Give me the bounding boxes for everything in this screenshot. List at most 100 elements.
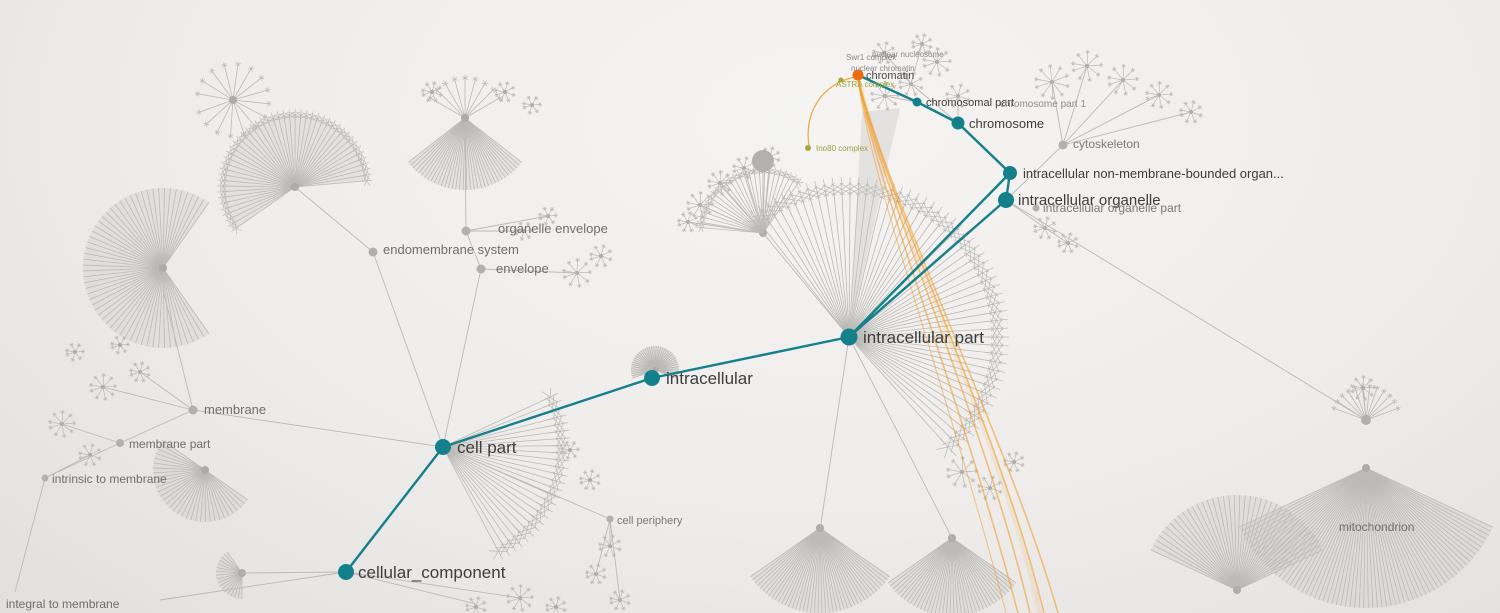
gray-edge	[1044, 227, 1069, 244]
label-envelope[interactable]: envelope	[496, 261, 549, 276]
gray-edge	[595, 518, 611, 575]
star-burst	[559, 440, 581, 460]
gray-edge	[1062, 79, 1124, 146]
fan-bottom-center-1	[750, 524, 890, 613]
orange-bundle	[807, 76, 1059, 613]
fan-upperleft-large	[217, 109, 373, 235]
star-burst	[1070, 49, 1104, 82]
label-astra-complex[interactable]: ASTRA complex	[836, 80, 894, 89]
label-organelle-envelope[interactable]: organelle envelope	[498, 221, 608, 236]
star-burst	[47, 409, 77, 439]
gray-edge	[687, 221, 764, 234]
gray-edge	[345, 571, 477, 605]
label-chromatin[interactable]: chromatin	[866, 70, 914, 82]
node-chromatin[interactable]	[852, 69, 864, 81]
gray-edge	[743, 167, 764, 234]
gray-edge	[1005, 199, 1367, 421]
node-membrane[interactable]	[188, 405, 198, 415]
node-intracellular-organelle-part[interactable]	[1032, 204, 1040, 212]
node-astra-complex[interactable]	[838, 77, 844, 83]
node-cellular-component[interactable]	[338, 564, 354, 580]
gray-edge	[44, 454, 91, 479]
star-burst	[521, 95, 543, 115]
node-chromosomal-part[interactable]	[912, 97, 922, 107]
gray-edge	[819, 336, 850, 531]
gray-edge	[1062, 94, 1160, 146]
orange-edge	[807, 76, 856, 147]
gray-edge	[762, 232, 850, 338]
label-cell-periphery[interactable]: cell periphery	[617, 515, 683, 527]
fan-bottom-right	[1150, 494, 1324, 594]
label-intracellular-part[interactable]: intracellular part	[863, 328, 984, 347]
node-chromosome[interactable]	[951, 116, 965, 130]
node-membrane-part[interactable]	[116, 439, 124, 447]
node-intracellular-part[interactable]	[840, 328, 858, 346]
label-intrinsic-to-membrane[interactable]: intrinsic to membrane	[52, 472, 167, 486]
label-membrane-part[interactable]: membrane part	[129, 437, 211, 451]
label-ino80-complex[interactable]: Ino80 complex	[816, 144, 868, 153]
highlight-path-edge	[957, 122, 1011, 174]
node-intrinsic-to-membrane[interactable]	[41, 474, 49, 482]
node-cluster-disc[interactable]	[752, 150, 774, 172]
fan-left-large	[83, 188, 210, 349]
label-swr1-complex[interactable]: Swr1 complex	[846, 53, 896, 62]
node-cell-part[interactable]	[435, 439, 451, 455]
label-nuclear-chromatin[interactable]: nuclear chromatin	[851, 64, 915, 73]
label-intracellular-organelle-part[interactable]: intracellular organelle part	[1043, 201, 1182, 215]
gray-edge	[44, 442, 121, 479]
label-intracellular-organelle[interactable]: intracellular organelle	[1018, 192, 1161, 209]
gray-edge	[884, 95, 918, 103]
highlight-path-edge	[651, 335, 850, 380]
gray-edges	[14, 43, 1367, 605]
node-mitochondrion-hub[interactable]	[1361, 415, 1371, 425]
star-burst	[976, 475, 1003, 501]
star-burst	[561, 257, 593, 288]
label-chromosome[interactable]: chromosome	[969, 116, 1044, 131]
gray-edge	[465, 230, 482, 270]
label-intracellular[interactable]: intracellular	[666, 369, 753, 388]
star-burst	[537, 206, 559, 226]
node-envelope[interactable]	[476, 264, 486, 274]
gray-edge	[465, 215, 549, 232]
label-intracellular-non-membrane-bounded-organelle[interactable]: intracellular non-membrane-bounded organ…	[1023, 166, 1284, 181]
gray-edge	[883, 52, 912, 85]
gray-edge	[1051, 81, 1064, 146]
gray-edge	[119, 409, 194, 444]
gray-edge	[159, 571, 347, 601]
star-burst	[1056, 232, 1079, 254]
orange-edge	[857, 77, 1031, 613]
label-cellular-component[interactable]: cellular_component	[358, 563, 506, 582]
star-burst	[685, 190, 715, 220]
star-burst	[64, 342, 86, 362]
label-chromosomal-part[interactable]: chromosomal part	[926, 97, 1014, 109]
fan-mito-top	[1331, 383, 1401, 424]
star-burst	[1002, 451, 1025, 473]
highlight-path-edge	[857, 73, 918, 104]
node-organelle-envelope[interactable]	[461, 226, 471, 236]
label-nuclear-nucleosome[interactable]: nuclear nucleosome	[872, 50, 944, 59]
star-burst	[1144, 80, 1174, 110]
node-intracellular-non-membrane-bounded-organelle[interactable]	[1003, 166, 1017, 180]
star-burst	[513, 221, 535, 241]
node-intracellular[interactable]	[644, 370, 660, 386]
labels: cellular_component cell part intracellular…	[6, 50, 1414, 611]
label-mitochondrion[interactable]: mitochondrion	[1339, 520, 1414, 534]
label-membrane[interactable]: membrane	[204, 402, 266, 417]
node-cell-periphery[interactable]	[606, 515, 614, 523]
node-ino80-complex[interactable]	[805, 145, 811, 151]
label-cell-part[interactable]: cell part	[457, 438, 517, 457]
label-endomembrane-system[interactable]: endomembrane system	[383, 242, 519, 257]
gray-edge	[719, 182, 764, 234]
node-endomembrane-system[interactable]	[368, 247, 378, 257]
label-chromosome-part-1[interactable]: chromosome part 1	[1000, 99, 1087, 110]
label-cytoskeleton[interactable]: cytoskeleton	[1073, 137, 1140, 151]
label-integral-to-membrane[interactable]: integral to membrane	[6, 597, 120, 611]
gray-edge	[1062, 65, 1088, 146]
node-intracellular-organelle[interactable]	[998, 192, 1014, 208]
node-cytoskeleton[interactable]	[1058, 140, 1068, 150]
star-burst	[945, 455, 979, 488]
gray-edge	[372, 251, 444, 448]
fan-bottom-center-2	[887, 534, 1017, 613]
gray-edge	[699, 204, 764, 234]
